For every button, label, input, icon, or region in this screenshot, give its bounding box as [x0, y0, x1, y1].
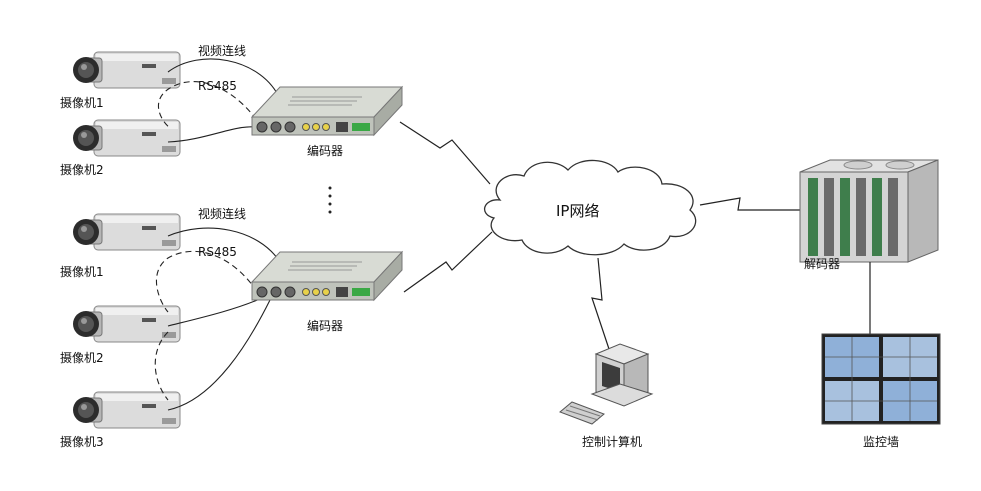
rs485-label: RS485 — [198, 79, 237, 93]
camera-2-label: 摄像机2 — [60, 350, 104, 365]
computer-icon — [559, 343, 654, 425]
decoder-label: 解码器 — [804, 257, 840, 271]
video-link-line — [167, 297, 263, 327]
ellipsis-dots — [328, 186, 332, 214]
network-link-line — [591, 257, 611, 353]
camera-1-label: 摄像机1 — [60, 95, 104, 110]
network-link-line — [399, 121, 491, 185]
camera-group-2: 摄像机1 摄像机2 摄像机3 视频连线 RS485 编码器 — [60, 206, 403, 449]
video-wall-label: 监控墙 — [863, 435, 899, 449]
network-link-line — [699, 197, 800, 211]
video-link-line — [167, 227, 281, 263]
camera-icon — [72, 51, 181, 89]
camera-icon — [72, 119, 181, 157]
network-link-line — [403, 231, 493, 293]
encoder-icon — [251, 86, 403, 136]
decoder-rack-icon — [799, 159, 939, 263]
video-link-line — [167, 299, 271, 411]
cloud-icon: IP网络 — [484, 159, 697, 256]
camera-2-label: 摄像机2 — [60, 162, 104, 177]
camera-icon — [72, 391, 181, 429]
network-label: IP网络 — [556, 202, 599, 220]
monitor-wall-icon — [821, 333, 941, 425]
camera-icon — [72, 305, 181, 343]
camera-1-label: 摄像机1 — [60, 264, 104, 279]
rs485-line — [155, 250, 263, 313]
rs485-label: RS485 — [198, 245, 237, 259]
video-link-label: 视频连线 — [198, 43, 246, 58]
pc-label: 控制计算机 — [582, 434, 642, 449]
camera-group-1: 摄像机1 摄像机2 视频连线 RS485 编码器 — [60, 43, 403, 177]
rs485-line — [158, 81, 263, 129]
video-link-line — [167, 58, 279, 96]
video-link-label: 视频连线 — [198, 206, 246, 221]
video-link-line — [167, 126, 263, 143]
encoder-label-1: 编码器 — [307, 143, 343, 158]
camera-3-label: 摄像机3 — [60, 434, 104, 449]
encoder-icon — [251, 251, 403, 301]
encoder-label-2: 编码器 — [307, 318, 343, 333]
camera-icon — [72, 213, 181, 251]
